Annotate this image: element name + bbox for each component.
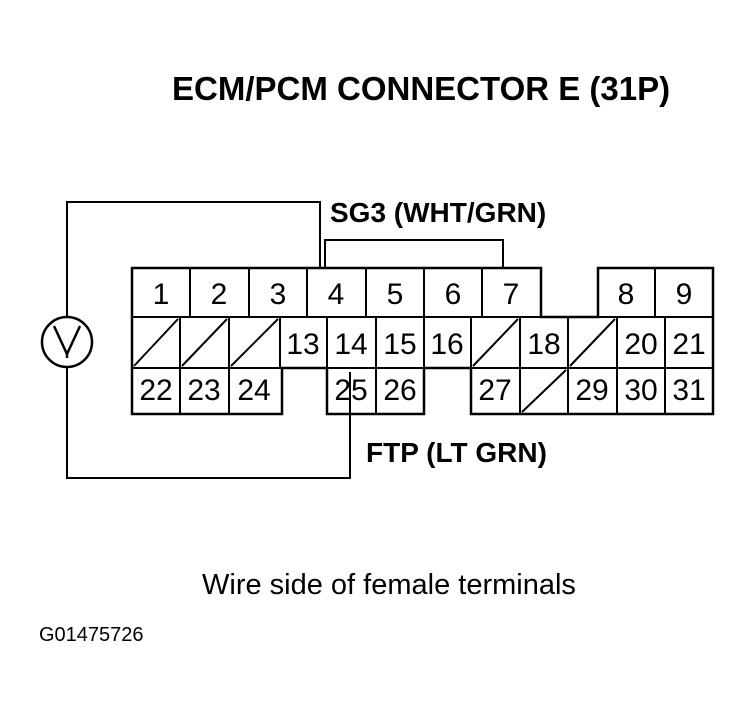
- sg3-bracket: [324, 239, 504, 268]
- pin-18: 18: [527, 328, 560, 361]
- pin-21: 21: [672, 328, 705, 361]
- pin-14: 14: [334, 328, 367, 361]
- pin-16: 16: [430, 328, 463, 361]
- pin-24: 24: [237, 374, 270, 407]
- pin-7: 7: [503, 278, 520, 311]
- pin-20: 20: [624, 328, 657, 361]
- pin-27: 27: [478, 374, 511, 407]
- pin-22: 22: [139, 374, 172, 407]
- blank-cavity-slashes: [133, 318, 616, 413]
- sg3-label: SG3 (WHT/GRN): [330, 197, 546, 228]
- pin-4: 4: [328, 278, 345, 311]
- pin-25: 25: [334, 374, 367, 407]
- pin-3: 3: [270, 278, 287, 311]
- diagram-title: ECM/PCM CONNECTOR E (31P): [172, 70, 670, 107]
- pin-23: 23: [187, 374, 220, 407]
- pin-9: 9: [676, 278, 693, 311]
- pin-6: 6: [445, 278, 462, 311]
- pin-2: 2: [211, 278, 228, 311]
- figure-id: G01475726: [39, 624, 144, 646]
- pin-26: 26: [383, 374, 416, 407]
- pin-1: 1: [153, 278, 170, 311]
- meter-lead-bottom: [66, 367, 351, 479]
- meter-lead-top: [66, 201, 321, 317]
- pin-31: 31: [672, 374, 705, 407]
- ftp-label: FTP (LT GRN): [366, 437, 547, 468]
- voltmeter-icon: [40, 315, 94, 369]
- pin-8: 8: [618, 278, 635, 311]
- pin-30: 30: [624, 374, 657, 407]
- pin-13: 13: [286, 328, 319, 361]
- connector-grid: [132, 268, 713, 414]
- pin-29: 29: [575, 374, 608, 407]
- pin-5: 5: [387, 278, 404, 311]
- caption: Wire side of female terminals: [202, 569, 576, 601]
- pin-15: 15: [383, 328, 416, 361]
